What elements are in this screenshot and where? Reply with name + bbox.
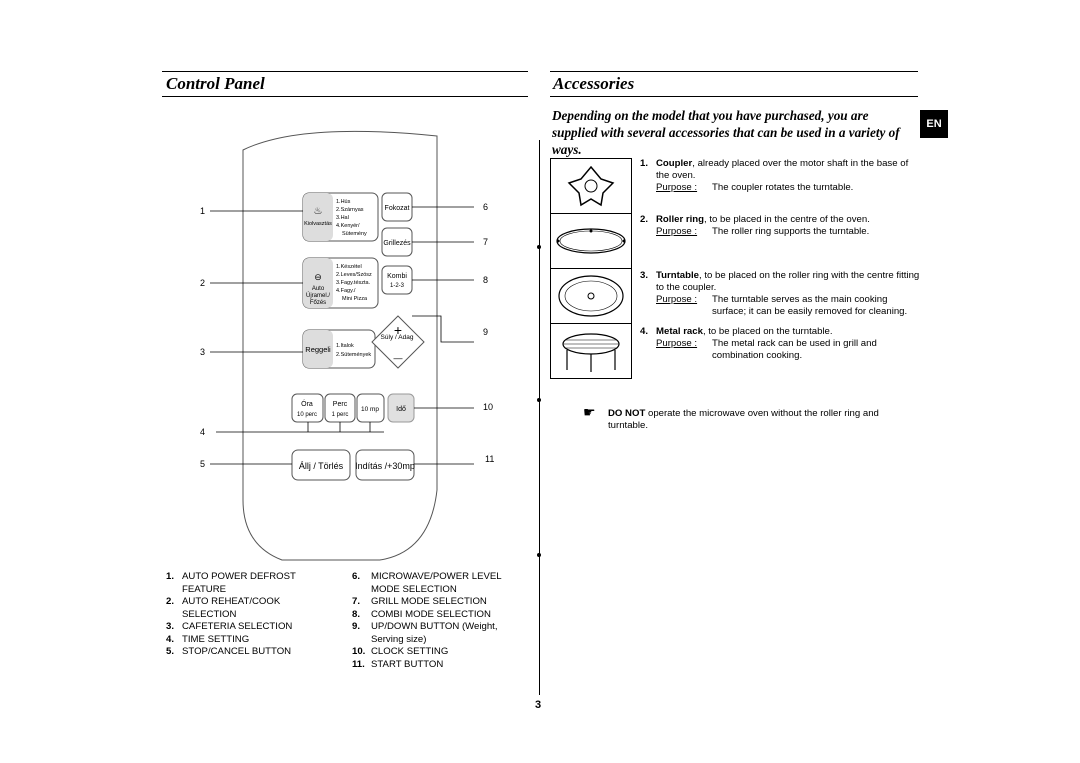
legend-item: 1.AUTO POWER DEFROST FEATURE [166,571,296,595]
divider-dot [537,398,541,402]
accessories-title: Accessories [553,74,635,93]
accessory-item: 4. Metal rack, to be placed on the turnt… [640,326,877,361]
reheat-shade [303,258,333,308]
reheat-item: Mini Pizza [342,296,368,302]
ido-label: Idő [396,406,406,413]
ora-label: Óra [301,399,313,408]
legend-item: 10.CLOCK SETTING [352,646,449,657]
callout-number: 10 [483,402,493,412]
turntable-image [550,268,632,324]
kombi-button [381,265,413,295]
reheat-label: Auto [312,286,325,292]
metal-rack-image [550,323,632,379]
kombi-sub: 1-2-3 [390,283,405,289]
callout-number: 7 [483,237,488,247]
ora-sub: 10 perc [297,412,317,418]
legend-item: 8.COMBI MODE SELECTION [352,608,491,620]
coupler-icon [567,165,615,207]
ten-mp-button [356,393,385,423]
callout-number: 3 [200,347,205,357]
accessory-item: 1. Coupler, already placed over the moto… [640,158,909,193]
defrost-item: Sütemény [342,231,367,237]
perc-label: Perc [333,401,348,408]
callout-number: 4 [200,427,205,437]
accessory-item: 3. Turntable, to be placed on the roller… [640,270,920,317]
legend-right: 6.MICROWAVE/POWER LEVEL MODE SELECTION 7… [352,571,528,671]
weight-label: Súly / Adag [381,334,414,341]
leader-line [412,315,474,343]
reheat-item: 1.Készétel [336,264,362,270]
callout-number: 6 [483,202,488,212]
reheat-item: 3.Fagy.tészta. [336,280,371,286]
accessory-item: 2. Roller ring, to be placed in the cent… [640,214,870,237]
plus-sign: + [394,322,402,338]
language-badge: EN [920,110,948,138]
column-divider [539,140,540,695]
reheat-item: 2.Leves/Szósz [336,272,372,278]
metal-rack-icon [562,333,620,372]
turntable-icon [558,275,624,317]
reheat-icon: ⊖ [314,272,322,282]
legend-item: 11.START BUTTON [352,658,444,670]
minus-sign: — [394,353,403,363]
defrost-icon: ♨ [314,206,323,217]
legend-item: 9.UP/DOWN BUTTON (Weight, Serving size) [352,621,498,645]
defrost-item: 3.Hal [336,215,349,221]
accessories-intro: Depending on the model that you have pur… [552,108,900,157]
roller-ring-icon [556,228,626,254]
legend-item: 2.AUTO REHEAT/COOK SELECTION [166,596,281,620]
kombi-label: Kombi [387,273,407,280]
ora-button [291,393,324,423]
callout-number: 11 [485,454,494,464]
legend-item: 6.MICROWAVE/POWER LEVEL MODE SELECTION [352,571,502,595]
stop-button [291,449,351,481]
panel-outline [242,130,438,561]
cafeteria-item: 2.Sütemények [336,352,371,358]
fokozat-label: Fokozat [385,205,410,212]
legend-item: 3.CAFETERIA SELECTION [166,621,293,632]
pointing-hand-icon: ☛ [583,404,596,420]
divider-dot [537,553,541,557]
callout-number: 1 [200,206,205,216]
stop-label: Állj / Törlés [299,461,344,471]
start-button [355,449,415,481]
callout-number: 9 [483,327,488,337]
bottom-rule-right [550,96,918,97]
callout-number: 5 [200,459,205,469]
legend-item: 4.TIME SETTING [166,633,250,645]
defrost-item: 1.Hús [336,199,351,205]
legend-left: 1.AUTO POWER DEFROST FEATURE 2.AUTO REHE… [166,571,336,659]
warning-note: DO NOT operate the microwave oven withou… [608,408,879,431]
page-number: 3 [535,699,542,711]
start-label: Indítás /+30mp [355,461,415,471]
perc-sub: 1 perc [332,412,349,418]
ten-mp-label: 10 mp [361,406,379,413]
updown-button [371,315,425,369]
top-rule-left [162,71,528,72]
legend-item: 7.GRILL MODE SELECTION [352,596,487,607]
control-panel-diagram: ♨ Kiolvasztás 1.Hús 2.Szárnyas 3.Hal 4.K… [200,130,494,561]
divider-dot [537,245,541,249]
callout-number: 2 [200,278,205,288]
defrost-item: 2.Szárnyas [336,207,364,213]
cafeteria-label: Reggeli [305,345,331,354]
control-panel-title: Control Panel [166,74,265,93]
defrost-shade [303,193,333,241]
grillezes-label: Grillezés [383,240,411,247]
callout-number: 8 [483,275,488,285]
roller-ring-image [550,213,632,269]
coupler-image [550,158,632,214]
bottom-rule-left [162,96,528,97]
defrost-label: Kiolvasztás [304,221,332,227]
reheat-label: Újramel./ [306,292,330,299]
reheat-label: Főzés [310,300,326,306]
defrost-item: 4.Kenyér/ [336,223,360,229]
cafeteria-shade [303,330,333,368]
cafeteria-item: 1.Italok [336,343,354,349]
top-rule-right [550,71,918,72]
reheat-item: 4.Fagy./ [336,288,356,294]
legend-item: 5.STOP/CANCEL BUTTON [166,646,292,657]
